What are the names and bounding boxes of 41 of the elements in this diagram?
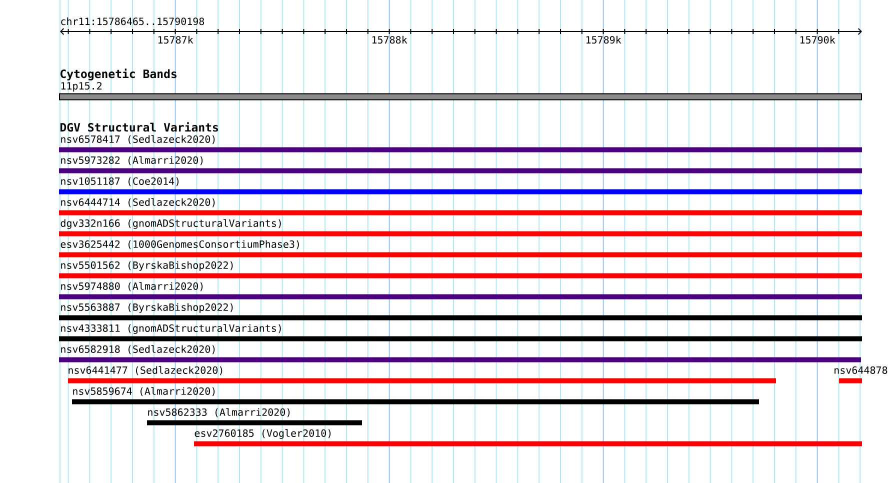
variant-bar: nsv5974880 (Almarri2020) bbox=[59, 282, 862, 300]
variant-bar: dgv332n166 (gnomADStructuralVariants) bbox=[59, 219, 862, 236]
variant-bar: nsv5859674 (Almarri2020) bbox=[72, 387, 759, 404]
node-label: nsv6582918 (Sedlazeck2020) bbox=[61, 345, 215, 354]
node-label: nsv5973282 (Almarri2020) bbox=[61, 156, 203, 166]
variant-bar: nsv5862333 (Almarri2020) bbox=[147, 408, 362, 426]
node-label: nsv6578417 (Sedlazeck2020) bbox=[61, 135, 215, 144]
node-label: nsv5859674 (Almarri2020) bbox=[73, 387, 215, 396]
variant-bar: nsv6444714 (Sedlazeck2020) bbox=[59, 198, 862, 216]
tick-label: 15789k bbox=[586, 36, 622, 44]
variant-bar: nsv5563887 (ByrskaBishop2022) bbox=[59, 303, 862, 320]
track-heading: Cytogenetic Bands bbox=[60, 68, 176, 80]
track-heading: DGV Structural Variants bbox=[60, 122, 218, 132]
node-label: 11p15.2 bbox=[61, 82, 102, 92]
variant-bar: esv3625442 (1000GenomesConsortiumPhase3) bbox=[59, 240, 862, 258]
variant-bar: nsv644878 bbox=[834, 366, 888, 384]
variant-bar: nsv5973282 (Almarri2020) bbox=[59, 156, 862, 174]
node-label: nsv4333811 (gnomADStructuralVariants) bbox=[61, 324, 281, 334]
node-label: nsv6441477 (Sedlazeck2020) bbox=[68, 366, 222, 376]
variant-bar: nsv6578417 (Sedlazeck2020) bbox=[59, 135, 862, 152]
node-label: nsv5862333 (Almarri2020) bbox=[148, 408, 290, 418]
variant-bar: nsv6441477 (Sedlazeck2020) bbox=[68, 366, 776, 384]
variant-bar: nsv1051187 (Coe2014) bbox=[59, 177, 862, 194]
node-label: nsv5974880 (Almarri2020) bbox=[61, 282, 203, 292]
variant-bar: nsv5501562 (ByrskaBishop2022) bbox=[59, 261, 862, 278]
node-label: dgv332n166 (gnomADStructuralVariants) bbox=[60, 219, 281, 229]
variant-bar: nsv4333811 (gnomADStructuralVariants) bbox=[59, 324, 862, 342]
node-label: nsv644878 bbox=[834, 366, 888, 374]
variant-bar: esv2760185 (Vogler2010) bbox=[194, 429, 862, 446]
variant-bar: nsv6582918 (Sedlazeck2020) bbox=[59, 345, 861, 362]
node-label: nsv1051187 (Coe2014) bbox=[61, 177, 179, 186]
node-label: esv3625442 (1000GenomesConsortiumPhase3) bbox=[60, 240, 299, 250]
node-label: nsv5501562 (ByrskaBishop2022) bbox=[61, 261, 233, 271]
tick-label: 15787k bbox=[158, 36, 194, 44]
node-label: nsv5563887 (ByrskaBishop2022) bbox=[61, 303, 233, 313]
coordinate-label: chr11:15786465..15790198 bbox=[61, 17, 204, 26]
cytoband-bar: 11p15.2 bbox=[59, 82, 862, 100]
node-label: nsv6444714 (Sedlazeck2020) bbox=[61, 198, 215, 208]
node-label: esv2760185 (Vogler2010) bbox=[194, 429, 331, 439]
tick-label: 15788k bbox=[372, 36, 408, 44]
tick-label: 15790k bbox=[800, 36, 836, 44]
